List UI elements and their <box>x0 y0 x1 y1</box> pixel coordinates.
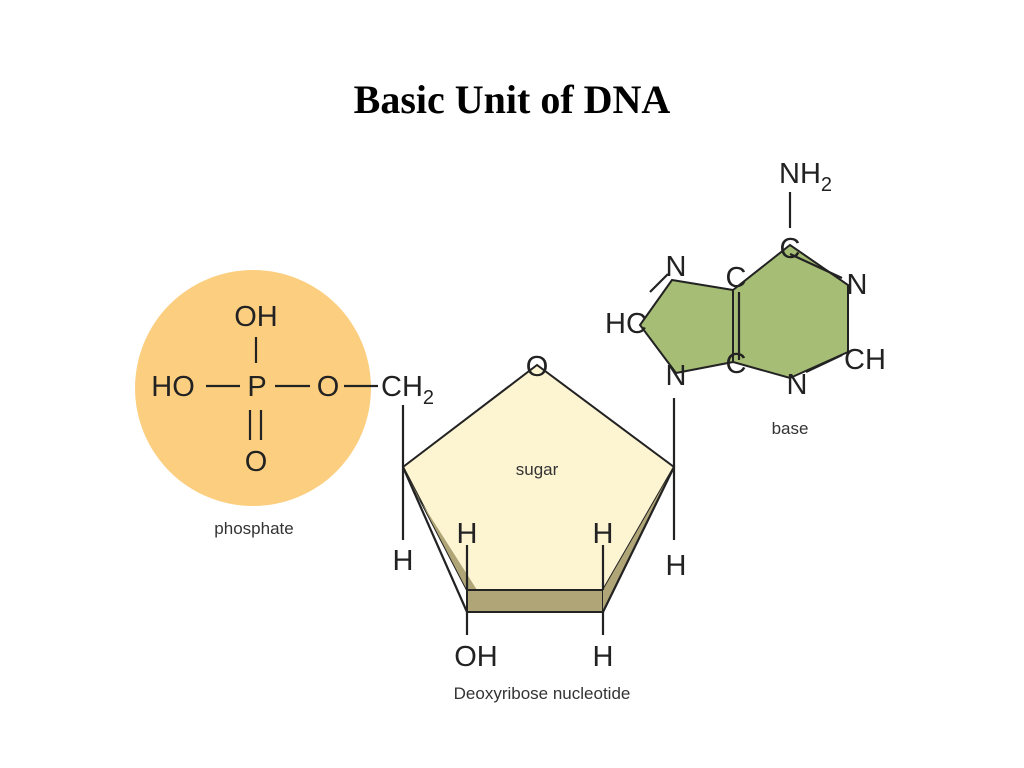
base-six-ring <box>732 243 849 380</box>
atom-hc-left: HC <box>605 308 647 340</box>
page-title: Basic Unit of DNA <box>353 77 671 122</box>
sugar-ring-front-face <box>466 589 604 613</box>
base-five-ring <box>638 278 734 375</box>
atom-h-inner-left: H <box>457 518 478 550</box>
atom-h-left-out: H <box>393 545 414 577</box>
atom-oh-bottom: OH <box>454 641 498 673</box>
diagram-caption: Deoxyribose nucleotide <box>454 684 631 703</box>
atom-c-mid-bottom: C <box>726 348 747 380</box>
atom-n-bottom-left: N <box>666 360 687 392</box>
atom-n-bottom: N <box>787 369 808 401</box>
atom-ch-right: CH <box>844 344 886 376</box>
atom-h-bottom: H <box>593 641 614 673</box>
atom-oh-top: OH <box>234 301 278 333</box>
atom-c-top: C <box>780 233 801 265</box>
atom-ring-o: O <box>526 351 549 383</box>
atom-ho-left: HO <box>151 371 195 403</box>
base-label: base <box>772 419 809 438</box>
phosphate-circle <box>135 270 371 506</box>
atom-o-bottom: O <box>245 446 268 478</box>
atom-n-right: N <box>847 269 868 301</box>
phosphate-label: phosphate <box>214 519 293 538</box>
atom-p: P <box>247 371 266 403</box>
atom-nh2: NH2 <box>779 158 832 196</box>
atom-o-right: O <box>317 371 340 403</box>
atom-h-right-out: H <box>666 550 687 582</box>
atom-ch2: CH2 <box>381 371 434 409</box>
atom-c-mid-top: C <box>726 262 747 294</box>
atom-n-top-left: N <box>666 251 687 283</box>
atom-h-inner-right: H <box>593 518 614 550</box>
sugar-label: sugar <box>516 460 559 479</box>
